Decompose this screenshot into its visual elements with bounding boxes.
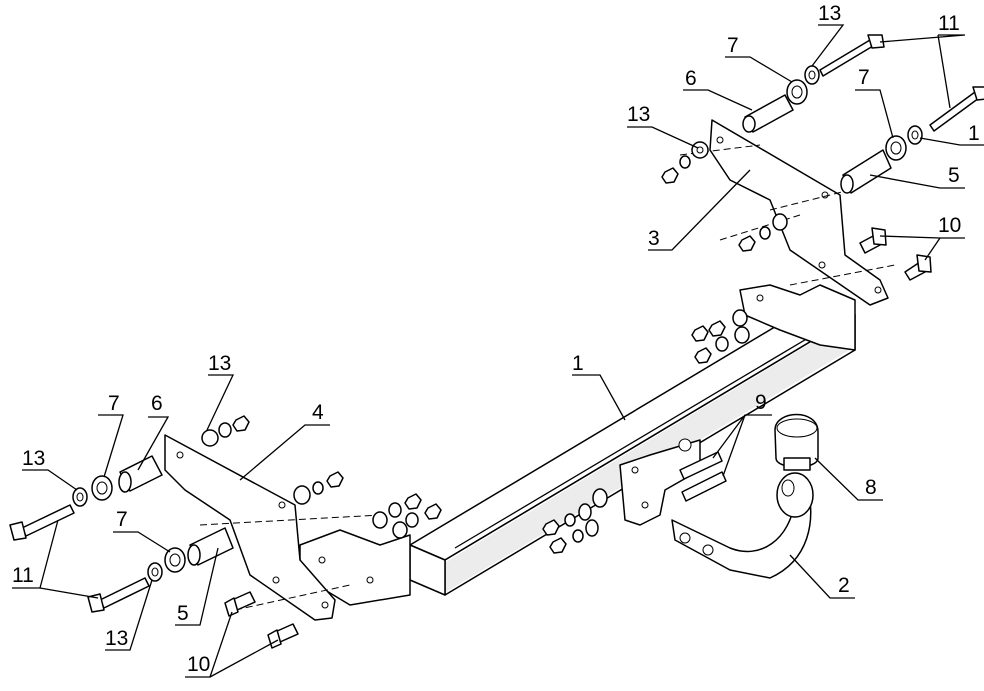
callout-2: 2 xyxy=(838,574,850,597)
nuts-beam-left xyxy=(372,493,442,539)
callout-13-mid: 13 xyxy=(627,103,650,126)
nuts-center xyxy=(542,488,608,554)
callout-5-left: 5 xyxy=(177,602,189,625)
callout-7-top: 7 xyxy=(727,34,739,57)
sleeve-5-left xyxy=(187,527,234,566)
bracket-left xyxy=(164,434,336,621)
callout-13-left-top: 13 xyxy=(22,447,45,470)
washer-13-left-top xyxy=(72,487,88,507)
leader-lines xyxy=(12,24,984,678)
washer-13-top xyxy=(804,65,820,85)
callout-13-left-low: 13 xyxy=(105,627,128,650)
callout-10-right: 10 xyxy=(938,214,961,237)
callout-10-left: 10 xyxy=(187,653,210,676)
callout-9: 9 xyxy=(755,391,767,414)
callout-11-top: 11 xyxy=(938,12,960,35)
ball-arm xyxy=(671,472,814,579)
nuts-beam-right xyxy=(691,309,750,364)
callout-4: 4 xyxy=(312,401,324,424)
washer-7-left-low xyxy=(164,547,186,573)
beam-plate-right xyxy=(739,284,856,351)
bolts-10-right xyxy=(859,227,932,281)
washer-13-right xyxy=(907,125,923,145)
lock-bolts-9 xyxy=(679,451,727,502)
callout-1: 1 xyxy=(572,352,584,375)
callout-13-left-up: 13 xyxy=(208,352,231,375)
washer-7-right xyxy=(885,135,907,161)
nuts-mid-right xyxy=(738,213,788,252)
long-bolt-top-1 xyxy=(819,34,885,77)
ball-cap xyxy=(774,413,819,471)
callout-7-left-top: 7 xyxy=(108,392,120,415)
callout-7-right: 7 xyxy=(858,66,870,89)
callout-3: 3 xyxy=(648,227,660,250)
nuts-left-top xyxy=(201,415,250,447)
long-bolt-top-2 xyxy=(929,86,984,132)
spacer-6-left xyxy=(118,455,163,493)
washer-7-top xyxy=(786,79,808,105)
callout-6-top: 6 xyxy=(685,67,697,90)
callout-7-left-low: 7 xyxy=(116,508,128,531)
callout-8: 8 xyxy=(865,476,877,499)
callout-11-left: 11 xyxy=(12,564,34,587)
long-bolt-left-2 xyxy=(87,577,150,613)
nuts-left-mid xyxy=(293,471,344,505)
nuts-top-left xyxy=(661,141,709,184)
washer-13-left-low xyxy=(147,562,163,582)
washer-7-left-top xyxy=(91,475,113,501)
callout-labels: 1 2 3 4 5 5 6 6 7 7 7 7 8 9 10 10 11 11 … xyxy=(12,2,980,676)
sleeve-5-right xyxy=(840,149,892,194)
long-bolt-left-1 xyxy=(9,504,75,541)
spacer-6-top xyxy=(742,94,794,133)
callout-6-left: 6 xyxy=(151,392,163,415)
callout-13-right-cut: 1 xyxy=(968,122,980,145)
callout-13-top: 13 xyxy=(818,2,841,25)
center-mount-plate xyxy=(619,438,701,526)
callout-5-right: 5 xyxy=(948,164,960,187)
